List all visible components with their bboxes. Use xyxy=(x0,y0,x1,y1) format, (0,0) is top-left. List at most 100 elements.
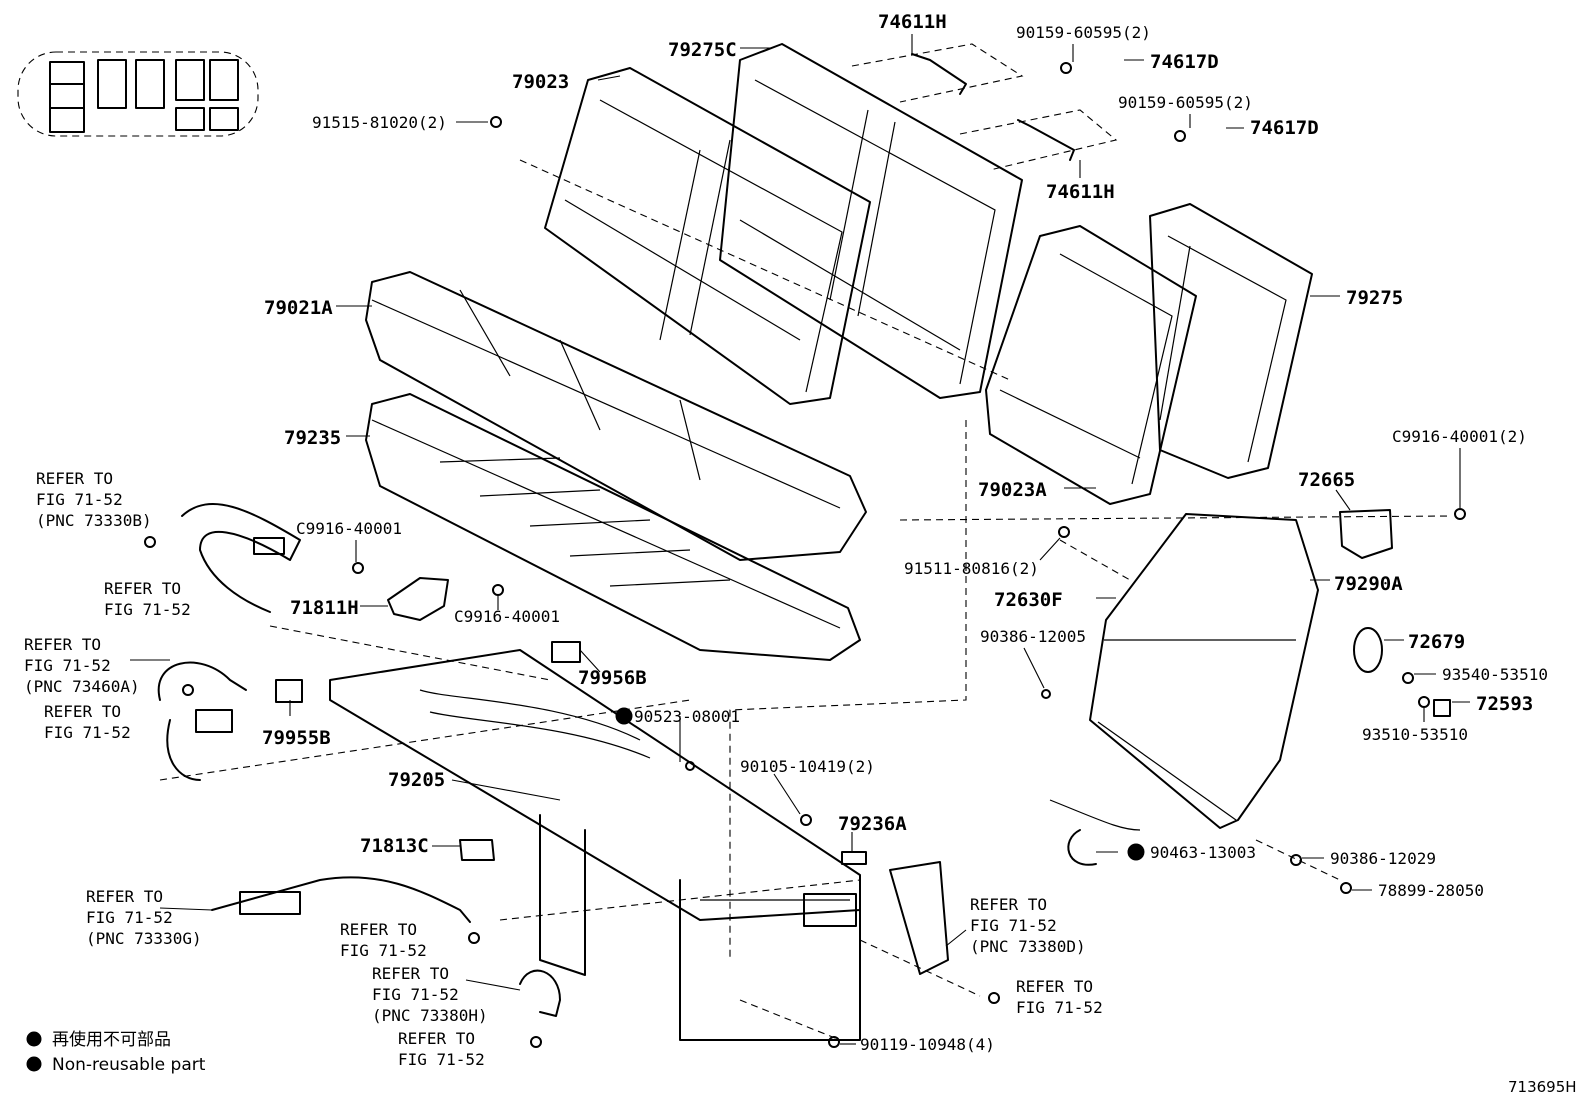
svg-text:FIG 71-52: FIG 71-52 xyxy=(86,908,173,927)
label-C9916-b: C9916-40001 xyxy=(454,607,560,626)
refer-belt2: REFER TO FIG 71-52 xyxy=(44,702,131,742)
svg-text:REFER TO: REFER TO xyxy=(86,887,163,906)
refer-bolt3: REFER TO FIG 71-52 xyxy=(340,920,427,960)
refer-73330G: REFER TO FIG 71-52 (PNC 73330G) xyxy=(86,887,202,948)
svg-text:REFER TO: REFER TO xyxy=(44,702,121,721)
cover-79236A xyxy=(841,851,867,865)
label-74617D-a: 74617D xyxy=(1150,51,1219,73)
legend-dot-japanese xyxy=(26,1031,42,1047)
svg-text:FIG 71-52: FIG 71-52 xyxy=(340,941,427,960)
label-79021A: 79021A xyxy=(264,297,333,319)
svg-text:REFER TO: REFER TO xyxy=(398,1029,475,1048)
seatback-79023A xyxy=(985,225,1197,505)
seatback-79275C xyxy=(719,43,1023,399)
svg-text:FIG 71-52: FIG 71-52 xyxy=(24,656,111,675)
cover-71813C xyxy=(459,839,495,861)
seat-belt-73330G xyxy=(211,876,471,923)
knob-72679 xyxy=(1353,627,1383,673)
label-90523: 90523-08001 xyxy=(634,707,740,726)
svg-text:REFER TO: REFER TO xyxy=(24,635,101,654)
label-90159-b: 90159-60595(2) xyxy=(1118,93,1253,112)
refer-bolt4: REFER TO FIG 71-52 xyxy=(398,1029,485,1069)
label-79275: 79275 xyxy=(1346,287,1403,309)
label-91511: 91511-80816(2) xyxy=(904,559,1039,578)
label-79235: 79235 xyxy=(284,427,341,449)
svg-text:REFER TO: REFER TO xyxy=(372,964,449,983)
label-71813C: 71813C xyxy=(360,835,429,857)
figure-id: 713695H xyxy=(1508,1078,1577,1096)
label-79023: 79023 xyxy=(512,71,569,93)
legend-japanese: 再使用不可部品 xyxy=(52,1029,171,1050)
label-90159-a: 90159-60595(2) xyxy=(1016,23,1151,42)
svg-text:FIG 71-52: FIG 71-52 xyxy=(44,723,131,742)
brackets-74611H xyxy=(911,53,1075,161)
seat-belt-73330B xyxy=(181,503,301,613)
seatback-79023 xyxy=(544,67,871,405)
svg-text:REFER TO: REFER TO xyxy=(340,920,417,939)
svg-text:(PNC 73330G): (PNC 73330G) xyxy=(86,929,202,948)
svg-text:FIG 71-52: FIG 71-52 xyxy=(1016,998,1103,1017)
label-79955B: 79955B xyxy=(262,727,331,749)
label-90463: 90463-13003 xyxy=(1150,843,1256,862)
refer-73330B: REFER TO FIG 71-52 (PNC 73330B) xyxy=(36,469,152,530)
seat-belt-73380D xyxy=(889,861,949,975)
svg-text:FIG 71-52: FIG 71-52 xyxy=(372,985,459,1004)
bracket-71811H xyxy=(387,577,449,621)
fasteners xyxy=(144,62,1466,1048)
clip-79956B xyxy=(551,641,581,663)
label-79205: 79205 xyxy=(388,769,445,791)
svg-text:REFER TO: REFER TO xyxy=(970,895,1047,914)
svg-text:FIG 71-52: FIG 71-52 xyxy=(104,600,191,619)
label-79290A: 79290A xyxy=(1334,573,1403,595)
leader-lines xyxy=(130,34,1470,1045)
seat-belt-73460A xyxy=(157,661,247,781)
legend-dot-english xyxy=(26,1056,42,1072)
refer-73460A: REFER TO FIG 71-52 (PNC 73460A) xyxy=(24,635,140,696)
svg-text:(PNC 73380D): (PNC 73380D) xyxy=(970,937,1086,956)
vehicle-layout-thumbnail xyxy=(17,51,259,137)
label-72593: 72593 xyxy=(1476,693,1533,715)
svg-text:FIG 71-52: FIG 71-52 xyxy=(970,916,1057,935)
label-72665: 72665 xyxy=(1298,469,1355,491)
assembly-dashed-lines xyxy=(159,43,1451,1041)
seatback-frame-79290A xyxy=(1049,513,1319,831)
refer-belt1: REFER TO FIG 71-52 xyxy=(104,579,191,619)
cushion-cover-79021A xyxy=(365,271,867,561)
label-91515: 91515-81020(2) xyxy=(312,113,447,132)
seat-belt-73380H xyxy=(519,969,561,1017)
label-79236A: 79236A xyxy=(838,813,907,835)
label-C9916-a: C9916-40001 xyxy=(296,519,402,538)
label-C9916-2: C9916-40001(2) xyxy=(1392,427,1527,446)
label-90105: 90105-10419(2) xyxy=(740,757,875,776)
refer-bolt5: REFER TO FIG 71-52 xyxy=(1016,977,1103,1017)
svg-text:FIG 71-52: FIG 71-52 xyxy=(36,490,123,509)
label-74611H-top: 74611H xyxy=(878,11,947,33)
seat-frame-79205 xyxy=(329,649,861,1041)
legend-english: Non-reusable part xyxy=(52,1055,206,1075)
refer-73380D: REFER TO FIG 71-52 (PNC 73380D) xyxy=(970,895,1086,956)
part-labels: 74611H 90159-60595(2) 74617D 90159-60595… xyxy=(262,11,1548,1054)
label-72679: 72679 xyxy=(1408,631,1465,653)
refer-to-labels: REFER TO FIG 71-52 (PNC 73330B) REFER TO… xyxy=(24,469,1103,1069)
svg-text:FIG 71-52: FIG 71-52 xyxy=(398,1050,485,1069)
clip-79955B xyxy=(275,679,303,703)
label-72630F: 72630F xyxy=(994,589,1063,611)
label-79275C: 79275C xyxy=(668,39,737,61)
strap-90463 xyxy=(1067,829,1097,866)
cushion-pad-79235 xyxy=(365,393,861,661)
refer-73380H: REFER TO FIG 71-52 (PNC 73380H) xyxy=(372,964,488,1025)
label-93510: 93510-53510 xyxy=(1362,725,1468,744)
svg-text:REFER TO: REFER TO xyxy=(1016,977,1093,996)
label-71811H: 71811H xyxy=(290,597,359,619)
label-90386-12005: 90386-12005 xyxy=(980,627,1086,646)
label-74617D-b: 74617D xyxy=(1250,117,1319,139)
svg-text:REFER TO: REFER TO xyxy=(36,469,113,488)
label-93540: 93540-53510 xyxy=(1442,665,1548,684)
label-90119: 90119-10948(4) xyxy=(860,1035,995,1054)
bracket-72665 xyxy=(1339,509,1393,559)
svg-text:(PNC 73330B): (PNC 73330B) xyxy=(36,511,152,530)
svg-text:(PNC 73380H): (PNC 73380H) xyxy=(372,1006,488,1025)
label-79956B: 79956B xyxy=(578,667,647,689)
non-reusable-marker-90463 xyxy=(1127,843,1145,861)
svg-text:REFER TO: REFER TO xyxy=(104,579,181,598)
